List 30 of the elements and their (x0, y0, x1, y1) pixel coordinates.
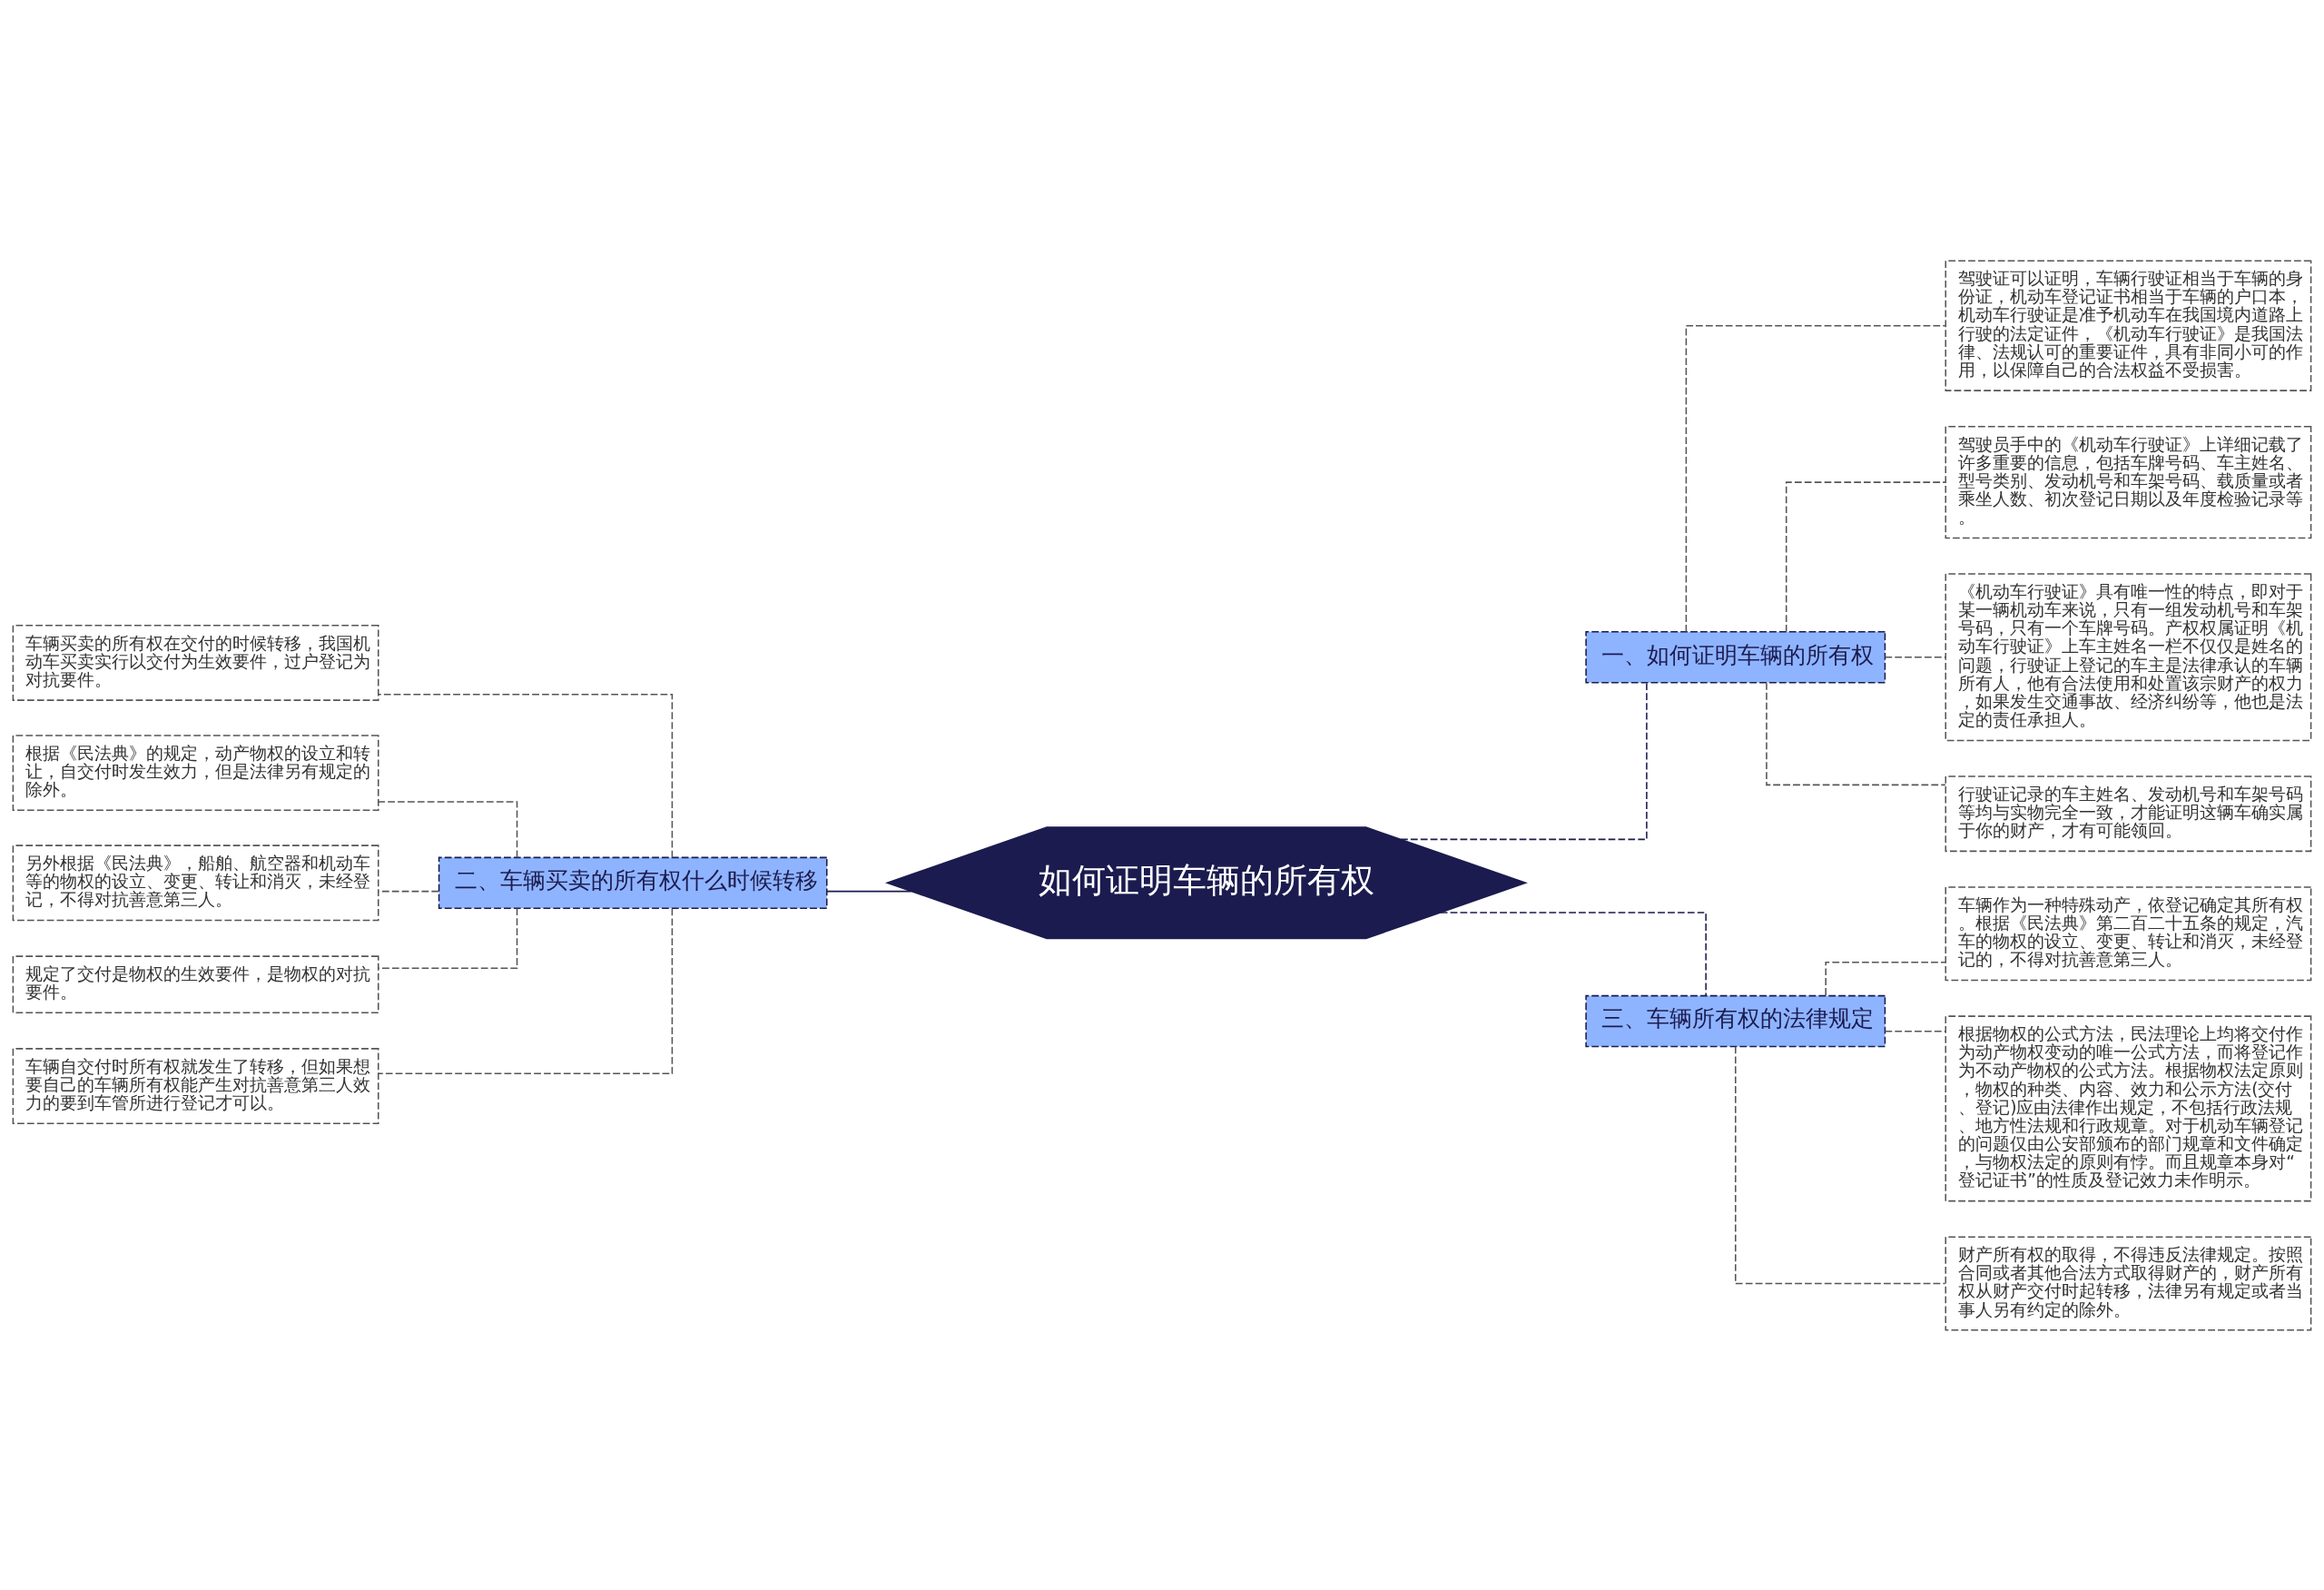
connector (1439, 911, 1707, 996)
node-box: 驾驶证可以证明，车辆行驶证相当于车辆的身份证，机动车登记证书相当于车辆的户口本，机动车行驶证是准予机动车在我国境内道路上行驶的法定证件，《机动车行驶证》是我国法律、法规认可的重要证件，具有非同小可的作用，以保障自己的合法权益不受损害。 (1945, 259, 2312, 391)
node-box: 车辆买卖的所有权在交付的时候转移，我国机动车买卖实行以交付为生效要件，过户登记为对抗要件。 (12, 624, 379, 701)
connector (378, 800, 518, 858)
node-box: 规定了交付是物权的生效要件，是物权的对抗要件。 (12, 954, 379, 1013)
connector (378, 907, 674, 1074)
connector (1825, 961, 1946, 996)
connector (378, 890, 439, 892)
node-box: 根据物权的公式方法，民法理论上均将交付作为动产物权变动的唯一公式方法，而将登记作为不动产物权的公式方法。根据物权法定原则，物权的种类、内容、效力和公示方法(交付、登记)应由法律作出规定，不包括行政法规、地方性法规和行政规章。对于机动车辆登记的问题仅由公安部颁布的部门规章和文件确定，与物权法定的原则有悖。而且规章本身对“登记证书”的性质及登记效力未作明示。 (1945, 1014, 2312, 1201)
node-box: 三、车辆所有权的法律规定 (1585, 994, 1886, 1047)
connector (1400, 681, 1648, 840)
connector (826, 890, 912, 892)
connector (378, 693, 674, 858)
connector (1766, 681, 1946, 785)
node-box: 车辆作为一种特殊动产，依登记确定其所有权。根据《民法典》第二百二十五条的规定，汽车的物权的设立、变更、转让和消灭，未经登记的，不得对抗善意第三人。 (1945, 885, 2312, 981)
connector (378, 907, 518, 969)
connector (1785, 480, 1946, 632)
node-box: 财产所有权的取得，不得违反法律规定。按照合同或者其他合法方式取得财产的，财产所有权从财产交付时起转移，法律另有规定或者当事人另有约定的除外。 (1945, 1235, 2312, 1331)
connector (1884, 1030, 1946, 1032)
node-box: 驾驶员手中的《机动车行驶证》上详细记载了许多重要的信息，包括车牌号码、车主姓名、型号类别、发动机号和车架号码、载质量或者乘坐人数、初次登记日期以及年度检验记录等。 (1945, 425, 2312, 538)
node-box: 一、如何证明车辆的所有权 (1585, 630, 1886, 683)
node-box: 另外根据《民法典》，船舶、航空器和机动车等的物权的设立、变更、转让和消灭，未经登记，不得对抗善意第三人。 (12, 844, 379, 921)
connector (1685, 324, 1946, 632)
node-box: 《机动车行驶证》具有唯一性的特点，即对于某一辆机动车来说，只有一组发动机号和车架号码，只有一个车牌号码。产权权属证明《机动车行驶证》上车主姓名一栏不仅仅是姓名的问题，行驶证上登记的车主是法律承认的车辆所有人，他有合法使用和处置该宗财产的权力，如果发生交通事故、经济纠纷等，他也是法定的责任承担人。 (1945, 572, 2312, 741)
connector (1884, 656, 1946, 658)
node-box: 根据《民法典》的规定，动产物权的设立和转让，自交付时发生效力，但是法律另有规定的除外。 (12, 734, 379, 811)
node-box: 行驶证记录的车主姓名、发动机号和车架号码等均与实物完全一致，才能证明这辆车确实属于你的财产，才有可能领回。 (1945, 775, 2312, 852)
node-box: 二、车辆买卖的所有权什么时候转移 (438, 856, 828, 909)
node-box: 车辆自交付时所有权就发生了转移，但如果想要自己的车辆所有权能产生对抗善意第三人效力的要到车管所进行登记才可以。 (12, 1047, 379, 1124)
connector (1735, 1045, 1946, 1284)
